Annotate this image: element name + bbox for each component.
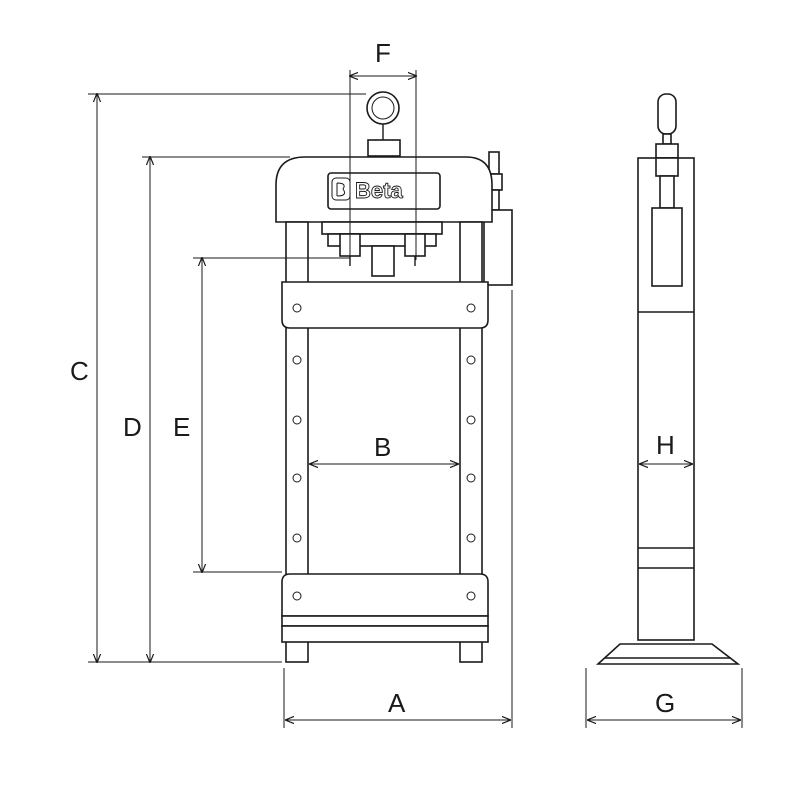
dimension-label-D: D [123, 412, 142, 442]
brand-logo-mark [331, 177, 351, 201]
frame-uprights [285, 221, 483, 663]
base-bar-upper [281, 615, 489, 627]
cylinder-plate [321, 221, 443, 277]
lower-crossbar [281, 573, 489, 617]
dimension-C: C [70, 94, 366, 662]
dimension-label-G: G [655, 688, 675, 718]
dimension-label-H: H [656, 430, 675, 460]
dimension-E: E [173, 258, 350, 572]
brand-logo-text: Beta [355, 178, 403, 203]
dimension-B: B [310, 432, 458, 464]
dimension-F: F [350, 38, 416, 260]
dimension-D: D [123, 157, 290, 662]
dimension-label-B: B [374, 432, 391, 462]
dimension-label-C: C [70, 356, 89, 386]
front-view: Beta [275, 91, 513, 663]
press-head: Beta [275, 156, 493, 223]
brand-logo-glyph [336, 182, 345, 197]
base-bar-lower [281, 625, 489, 643]
upper-crossbar [281, 281, 489, 329]
frame-holes [292, 303, 476, 601]
dimension-label-A: A [388, 688, 406, 718]
dimension-label-E: E [173, 412, 190, 442]
pressure-gauge [366, 91, 401, 157]
side-cylinder [651, 207, 683, 287]
dimension-A: A [283, 290, 513, 728]
dimension-G: G [585, 668, 743, 728]
dimension-label-F: F [375, 38, 391, 68]
side-base [595, 643, 741, 665]
pump-handle [657, 93, 677, 135]
side-view [595, 93, 741, 665]
dimension-H: H [640, 430, 692, 464]
